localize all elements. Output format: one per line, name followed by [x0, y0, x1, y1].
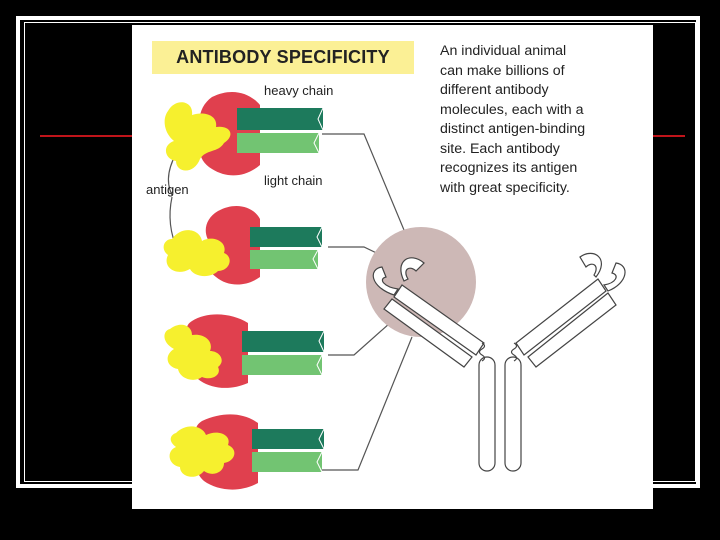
binding-unit-4 — [170, 414, 324, 489]
heavy-chain-label: heavy chain — [264, 83, 333, 98]
light-chain-label: light chain — [264, 173, 323, 188]
caption-line: site. Each antibody — [440, 140, 645, 160]
figure-caption: An individual animal can make billions o… — [440, 42, 645, 198]
caption-line: recognizes its antigen — [440, 159, 645, 179]
binding-unit-3 — [164, 314, 324, 388]
caption-line: molecules, each with a — [440, 101, 645, 121]
binding-unit-2 — [164, 206, 322, 285]
figure-title: ANTIBODY SPECIFICITY — [152, 41, 414, 74]
caption-line: distinct antigen-binding — [440, 120, 645, 140]
antigen-label: antigen — [146, 182, 189, 197]
caption-line: with great specificity. — [440, 179, 645, 199]
caption-line: An individual animal — [440, 42, 645, 62]
antibody-specificity-figure: ANTIBODY SPECIFICITY An individual anima… — [132, 25, 653, 509]
caption-line: can make billions of — [440, 62, 645, 82]
binding-unit-1 — [165, 92, 323, 175]
caption-line: different antibody — [440, 81, 645, 101]
